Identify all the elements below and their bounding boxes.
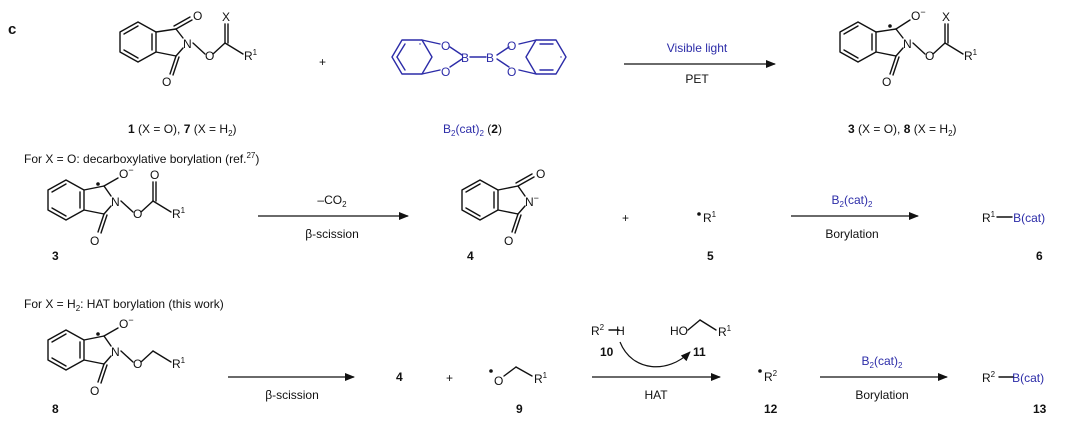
atom-o-minus: O−	[911, 7, 926, 23]
arrow-label-beta-scission: β-scission	[265, 388, 319, 402]
atom-r1: R1	[718, 324, 732, 339]
atom-r1: R1	[534, 371, 548, 386]
atom-b: B	[461, 51, 469, 65]
atom-r1: R1	[172, 206, 186, 221]
phthalimide-anion-4	[461, 173, 535, 234]
atom-o: O	[925, 49, 934, 63]
panel-letter: c	[8, 21, 16, 38]
atom-o-minus: O−	[119, 315, 134, 331]
alcohol-11	[687, 319, 717, 331]
atom-x: X	[222, 10, 230, 24]
radical-anion-8	[47, 327, 172, 384]
plus-sign: +	[319, 55, 326, 69]
product-radical-anion	[839, 19, 964, 76]
reactant-phthalimide	[119, 16, 244, 76]
atom-o: O	[162, 75, 171, 89]
atom-o: O	[193, 9, 202, 23]
atom-o: O	[133, 207, 142, 221]
arrow-label-minus-co2: –CO2	[317, 193, 347, 209]
arrow-label-visible-light: Visible light	[667, 41, 728, 55]
atom-o: O	[507, 65, 516, 79]
radical-dot	[489, 369, 493, 373]
plus-sign: +	[622, 211, 629, 225]
compound-label-12: 12	[764, 402, 778, 416]
atom-o: O	[504, 234, 513, 248]
arrow-label-b2cat2: B2(cat)2	[832, 193, 873, 209]
compound-label-9: 9	[516, 402, 523, 416]
atom-o-minus: O−	[119, 165, 134, 181]
atom-o: O	[133, 357, 142, 371]
atom-o: O	[536, 167, 545, 181]
compound-label-5: 5	[707, 249, 714, 263]
atom-o: O	[494, 374, 503, 388]
radical-r1: R1	[703, 210, 717, 225]
atom-o: O	[90, 384, 99, 398]
atom-o: O	[882, 75, 891, 89]
radical-r2: R2	[764, 369, 778, 384]
atom-n-minus: N−	[525, 193, 539, 209]
atom-o: O	[150, 168, 159, 182]
compound-ref-4: 4	[396, 370, 403, 384]
atom-ho: HO	[670, 324, 688, 338]
atom-n: N	[111, 195, 120, 209]
atom-r1: R1	[172, 356, 186, 371]
atom-n: N	[111, 345, 120, 359]
arrow-label-borylation: Borylation	[825, 227, 878, 241]
compound-label-10: 10	[600, 345, 614, 359]
compound-label-8: 8	[52, 402, 59, 416]
reactant-label: 1 (X = O), 7 (X = H2)	[128, 122, 237, 138]
atom-r1: R1	[964, 48, 978, 63]
atom-o: O	[507, 39, 516, 53]
radical-anion-3	[47, 177, 172, 234]
product-label: 3 (X = O), 8 (X = H2)	[848, 122, 957, 138]
compound-label-3: 3	[52, 249, 59, 263]
atom-o: O	[441, 39, 450, 53]
reagent-label: B2(cat)2 (2)	[443, 122, 502, 138]
atom-o: O	[90, 234, 99, 248]
atom-x: X	[942, 10, 950, 24]
compound-label-13: 13	[1033, 402, 1047, 416]
reagent-b2cat2	[391, 39, 567, 75]
compound-label-4: 4	[467, 249, 474, 263]
atom-r1: R1	[244, 48, 258, 63]
atom-n: N	[903, 37, 912, 51]
hat-curved-arrow	[619, 341, 691, 368]
radical-dot	[697, 212, 701, 216]
arrow-label-beta-scission: β-scission	[305, 227, 359, 241]
atom-n: N	[183, 37, 192, 51]
arrow-label-b2cat2: B2(cat)2	[862, 354, 903, 370]
alkoxy-radical-9	[503, 366, 533, 377]
compound-label-11: 11	[693, 345, 706, 359]
radical-dot	[758, 369, 762, 373]
arrow-label-hat: HAT	[644, 388, 668, 402]
section-heading-hat: For X = H2: HAT borylation (this work)	[24, 297, 224, 313]
atom-o: O	[441, 65, 450, 79]
compound-label-6: 6	[1036, 249, 1043, 263]
atom-o: O	[205, 49, 214, 63]
section-heading-decarboxylative: For X = O: decarboxylative borylation (r…	[24, 151, 259, 166]
atom-b: B	[486, 51, 494, 65]
arrow-label-pet: PET	[685, 72, 709, 86]
plus-sign: +	[446, 371, 453, 385]
arrow-label-borylation: Borylation	[855, 388, 908, 402]
